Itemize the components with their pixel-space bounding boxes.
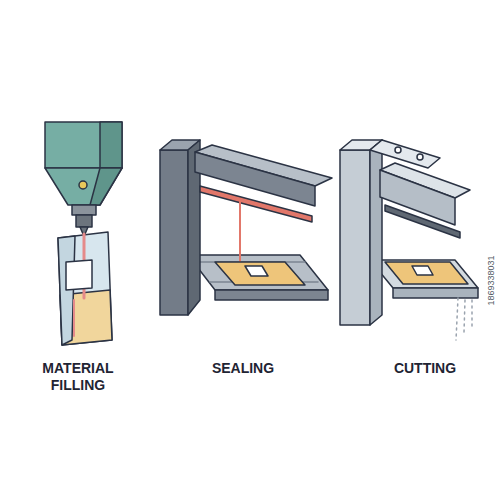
step-label: CUTTING	[370, 360, 480, 377]
falling-particles-part	[456, 298, 458, 340]
cutting-machine-part	[370, 260, 478, 288]
sealing-pouch	[215, 262, 305, 285]
filling-machine-part	[90, 168, 122, 205]
sealing-machine-part	[215, 290, 328, 300]
cutting-machine-part	[370, 140, 440, 168]
sealing-machine-part	[160, 150, 188, 315]
sealing-pouch-part	[245, 266, 268, 276]
stock-id: 1869338031	[486, 255, 497, 305]
cutting-machine-part	[393, 288, 478, 298]
filling-machine-part	[79, 181, 87, 189]
cutting-pouch	[385, 262, 468, 284]
step-label: SEALING	[188, 360, 298, 377]
filling-machine-part	[100, 122, 122, 168]
filling-machine-part	[45, 122, 122, 168]
filling-machine	[45, 122, 122, 234]
sealing-machine-part	[239, 200, 241, 262]
filling-pouch	[58, 232, 112, 345]
falling-particles-part	[464, 300, 465, 332]
sealing-machine-part	[200, 186, 312, 222]
falling-particles-part	[471, 300, 473, 326]
falling-particles	[456, 298, 472, 340]
sealing-pouch-part	[215, 262, 305, 285]
step-label: MATERIAL FILLING	[23, 360, 133, 394]
sealing-machine-part	[195, 152, 315, 206]
cutting-pouch-part	[385, 262, 468, 284]
sealing-machine	[160, 140, 332, 315]
filling-pouch-part	[73, 300, 75, 336]
filling-pouch-part	[66, 260, 92, 290]
cutting-machine-part	[340, 150, 370, 325]
filling-machine-part	[76, 215, 92, 227]
cutting-machine-part	[395, 147, 401, 153]
filling-pouch-part	[58, 232, 112, 345]
cutting-machine-part	[417, 154, 423, 160]
filling-machine-part	[45, 168, 122, 205]
cutting-machine-part	[385, 205, 460, 238]
cutting-pouch-part	[412, 266, 433, 275]
cutting-machine	[340, 140, 478, 325]
sealing-machine-part	[188, 255, 328, 290]
filling-machine-part	[72, 205, 96, 215]
cutting-machine-part	[370, 140, 382, 325]
